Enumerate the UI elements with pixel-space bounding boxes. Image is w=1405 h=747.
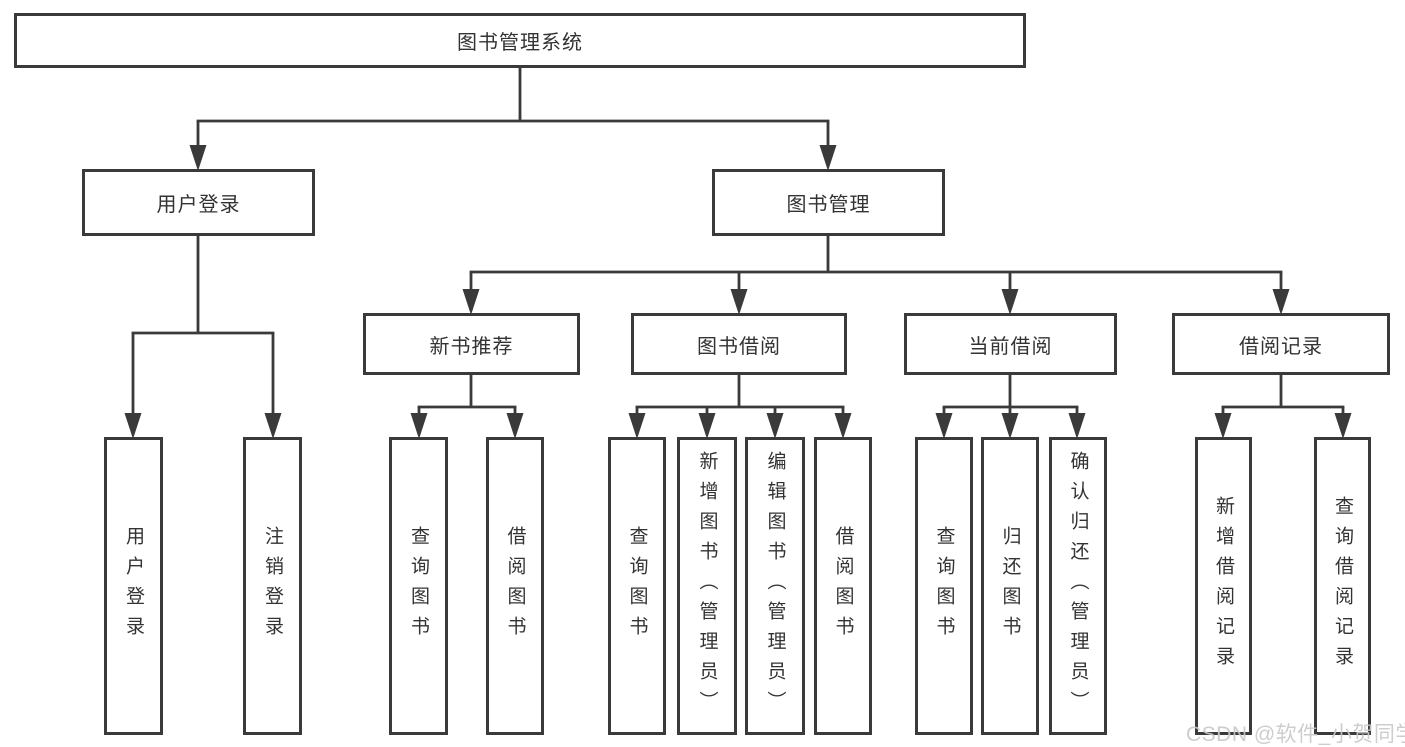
connector-borrowrecord-to-leaves: [1214, 373, 1352, 439]
node-book-borrowing: 图书借阅: [631, 313, 847, 375]
node-label: 借阅记录: [1239, 335, 1323, 358]
leaf-query-books-1: 查询图书: [389, 437, 448, 735]
leaf-add-book-admin: 新增图书（管理员）: [677, 437, 737, 735]
connector-userlogin-to-leaves: [124, 234, 282, 439]
node-label: 新增借阅记录: [1213, 496, 1234, 676]
node-label: 查询图书: [933, 526, 955, 646]
node-label: 查询借阅记录: [1332, 496, 1353, 676]
leaf-logout: 注销登录: [243, 437, 302, 735]
leaf-query-books-3: 查询图书: [915, 437, 973, 735]
node-label: 注销登录: [262, 526, 283, 646]
node-label: 归还图书: [999, 526, 1021, 646]
leaf-confirm-return-admin: 确认归还（管理员）: [1049, 437, 1107, 735]
node-label: 查询图书: [408, 526, 429, 646]
node-label: 新书推荐: [429, 335, 514, 358]
node-label: 确认归还（管理员）: [1067, 451, 1089, 721]
node-user-login: 用户登录: [82, 169, 315, 236]
leaf-borrow-books-1: 借阅图书: [486, 437, 544, 735]
node-current-borrowing: 当前借阅: [904, 313, 1117, 375]
node-label: 查询图书: [626, 526, 648, 646]
connector-root-to-level2: [189, 66, 837, 171]
connector-currentborrow-to-leaves: [935, 373, 1086, 439]
node-label: 新增图书（管理员）: [696, 451, 718, 721]
leaf-edit-book-admin: 编辑图书（管理员）: [745, 437, 805, 735]
connector-bookmgmt-to-level3: [462, 234, 1290, 315]
leaf-user-login: 用户登录: [104, 437, 163, 735]
node-label: 图书管理: [786, 194, 871, 216]
connector-bookborrow-to-leaves: [628, 373, 852, 439]
node-label: 当前借阅: [968, 335, 1053, 358]
node-new-book-recommendation: 新书推荐: [363, 313, 580, 375]
leaf-query-books-2: 查询图书: [608, 437, 666, 735]
leaf-query-borrow-record: 查询借阅记录: [1314, 437, 1371, 735]
node-label: 借阅图书: [504, 526, 526, 646]
node-label: 图书借阅: [697, 335, 781, 358]
node-borrowing-records: 借阅记录: [1172, 313, 1390, 375]
connector-newbook-to-leaves: [410, 373, 524, 439]
node-book-management: 图书管理: [712, 169, 945, 236]
node-label: 用户登录: [156, 194, 241, 216]
node-label: 图书管理系统: [457, 32, 583, 54]
node-label: 用户登录: [123, 526, 144, 646]
leaf-borrow-books-2: 借阅图书: [814, 437, 872, 735]
node-label: 编辑图书（管理员）: [764, 451, 786, 721]
leaf-return-books: 归还图书: [981, 437, 1039, 735]
node-library-management-system: 图书管理系统: [14, 13, 1026, 68]
node-label: 借阅图书: [832, 526, 854, 646]
leaf-add-borrow-record: 新增借阅记录: [1195, 437, 1252, 735]
watermark: CSDN @软件_小贺同学: [1186, 723, 1405, 746]
